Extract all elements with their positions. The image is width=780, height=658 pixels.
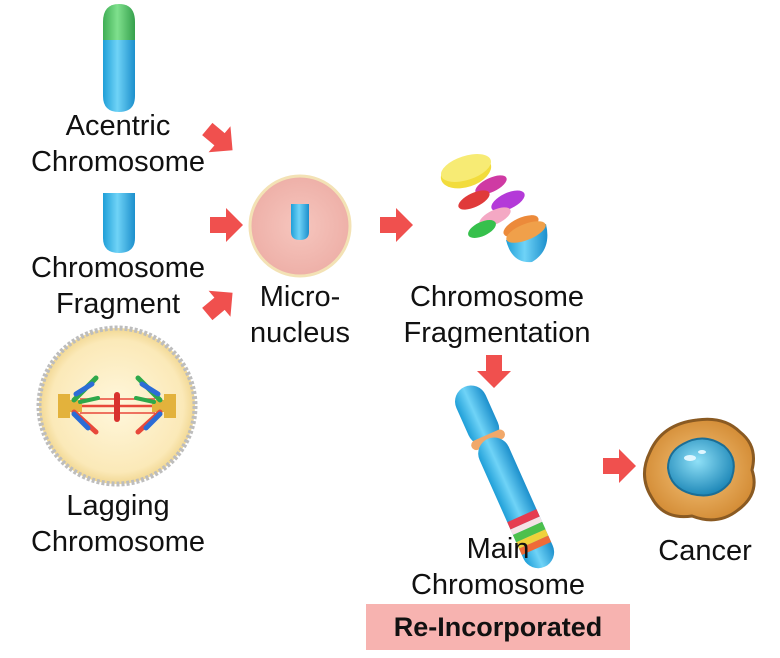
chromosome-fragmentation-icon — [440, 154, 548, 263]
arrow-fragment-to-micronucleus — [210, 208, 243, 242]
lagging-chromosome-cell-icon — [36, 325, 198, 487]
arrow-main-to-cancer — [603, 449, 636, 483]
micronucleus-icon — [248, 174, 352, 278]
re-incorporated-badge: Re-Incorporated — [366, 604, 630, 650]
arrow-fragmentation-to-main — [477, 355, 511, 388]
main-chromosome-icon — [455, 385, 555, 569]
label-cancer: Cancer — [658, 535, 752, 567]
acentric-chromosome-icon — [103, 4, 135, 112]
chromosome-fragment-icon — [103, 193, 135, 253]
arrow-micronucleus-to-fragmentation — [380, 208, 413, 242]
cancer-cell-icon — [643, 417, 756, 522]
label-micronucleus: Micro-nucleus — [250, 281, 350, 349]
